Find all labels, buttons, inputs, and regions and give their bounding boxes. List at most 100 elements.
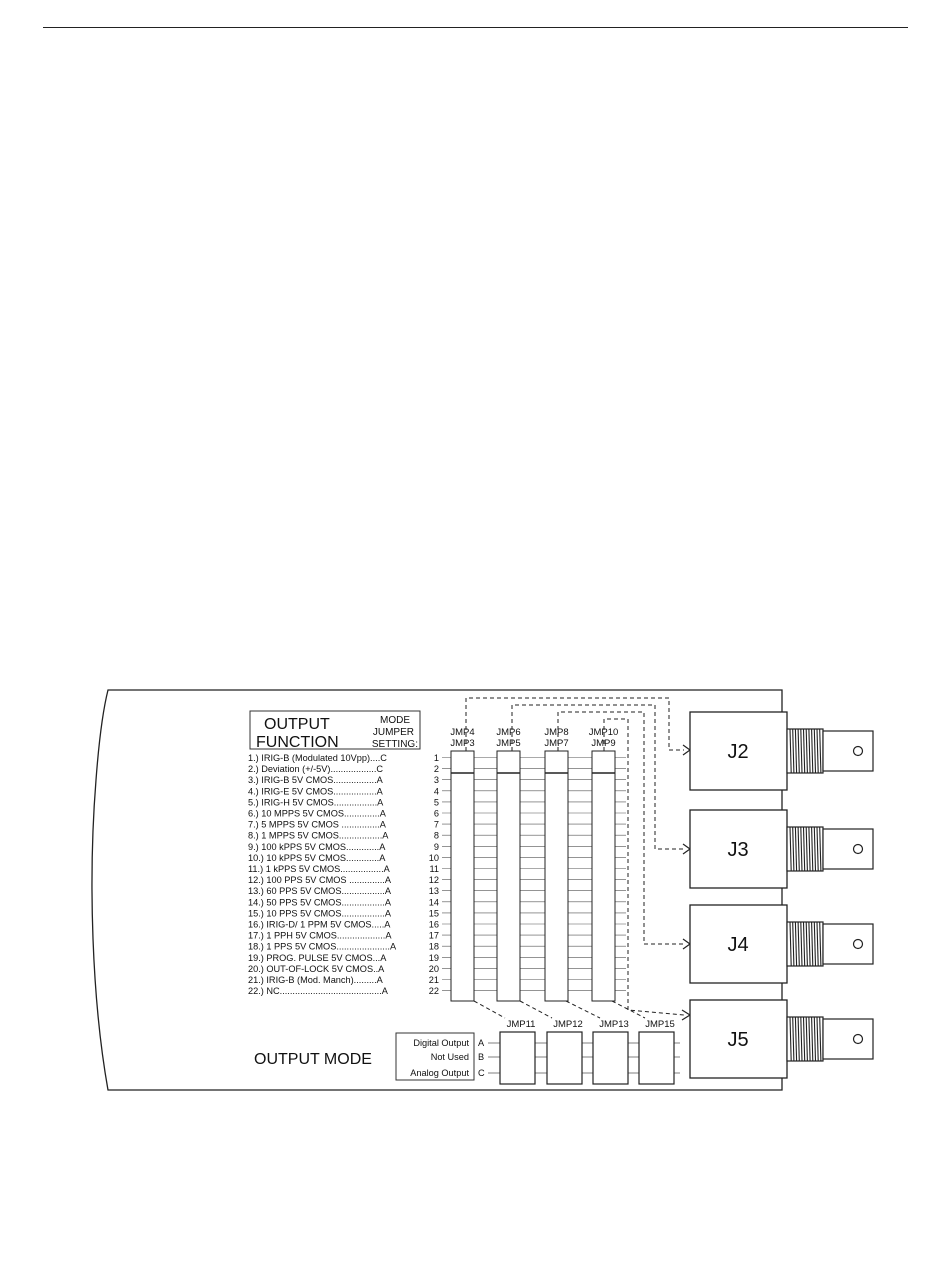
function-item: 20.) OUT-OF-LOCK 5V CMOS..A — [248, 964, 385, 974]
barrel-thread — [811, 728, 814, 774]
function-item: 10.) 10 kPPS 5V CMOS.............A — [248, 853, 386, 863]
barrel-thread — [802, 1016, 806, 1062]
output-mode-jumper — [546, 1031, 583, 1085]
barrel-thread — [808, 921, 811, 967]
output-mode-option: Analog Output — [410, 1068, 469, 1078]
jumper-label-bottom: JMP5 — [496, 738, 520, 749]
title-output: OUTPUT — [264, 716, 330, 733]
connector-box — [689, 711, 788, 791]
row-number: 12 — [429, 875, 439, 885]
barrel-thread — [794, 921, 798, 967]
row-number: 6 — [434, 809, 439, 819]
function-item: 19.) PROG. PULSE 5V CMOS...A — [248, 953, 387, 963]
connector-pin — [852, 938, 864, 950]
function-item: 8.) 1 MPPS 5V CMOS.................A — [248, 831, 389, 841]
jumper-strip — [496, 750, 521, 1002]
row-number: 5 — [434, 797, 439, 807]
row-number: 15 — [429, 908, 439, 918]
barrel-thread — [789, 921, 792, 967]
row-number: 22 — [429, 986, 439, 996]
function-item: 18.) 1 PPS 5V CMOS.....................A — [248, 942, 397, 952]
connector-tip — [822, 730, 874, 772]
output-mode-jumper-label: JMP11 — [507, 1019, 536, 1030]
function-item: 5.) IRIG-H 5V CMOS.................A — [248, 797, 384, 807]
barrel-thread — [792, 1016, 795, 1062]
connector-tip — [822, 923, 874, 965]
output-mode-jumper — [638, 1031, 675, 1085]
output-mode-option: Digital Output — [413, 1038, 469, 1048]
barrel-thread — [800, 921, 803, 967]
connector-label: J3 — [727, 839, 748, 861]
output-function-title-box — [249, 710, 421, 750]
barrel-thread — [808, 728, 811, 774]
barrel-thread — [794, 1016, 798, 1062]
row-number: 10 — [429, 853, 439, 863]
barrel-thread — [789, 728, 792, 774]
row-number: 16 — [429, 920, 439, 930]
barrel-thread — [800, 1016, 803, 1062]
output-mode-jumper — [499, 1031, 536, 1085]
row-number: 1 — [434, 753, 439, 763]
output-mode-jumper-label: JMP13 — [599, 1019, 629, 1030]
output-mode-label: OUTPUT MODE — [254, 1051, 372, 1068]
title-function: FUNCTION — [256, 734, 339, 751]
function-item: 1.) IRIG-B (Modulated 10Vpp)....C — [248, 753, 387, 763]
output-mode-jumper-label: JMP15 — [645, 1019, 675, 1030]
row-number: 3 — [434, 775, 439, 785]
barrel-thread — [805, 728, 808, 774]
connector-pin — [852, 843, 864, 855]
route-jmp9-to-j5 — [603, 718, 685, 1016]
connector-label: J5 — [727, 1029, 748, 1051]
mode-label-1: MODE — [380, 715, 410, 726]
connector-pin — [852, 745, 864, 757]
route-jmp3-to-j2 — [465, 697, 684, 751]
barrel-thread — [802, 921, 806, 967]
barrel-thread — [808, 826, 811, 872]
barrel-thread — [816, 921, 819, 967]
barrel-thread — [813, 1016, 817, 1062]
function-item: 3.) IRIG-B 5V CMOS.................A — [248, 775, 384, 785]
function-item: 13.) 60 PPS 5V CMOS.................A — [248, 886, 392, 896]
function-item: 16.) IRIG-D/ 1 PPM 5V CMOS.....A — [248, 920, 391, 930]
barrel-thread — [794, 728, 798, 774]
jumper-label-top: JMP6 — [496, 727, 520, 738]
barrel-thread — [819, 921, 822, 967]
function-item: 4.) IRIG-E 5V CMOS.................A — [248, 786, 384, 796]
function-item: 14.) 50 PPS 5V CMOS.................A — [248, 897, 392, 907]
jumper-label-top: JMP10 — [589, 727, 619, 738]
barrel-thread — [802, 728, 806, 774]
function-item: 12.) 100 PPS 5V CMOS ..............A — [248, 875, 392, 885]
row-number: 2 — [434, 764, 439, 774]
row-number: 13 — [429, 886, 439, 896]
barrel-thread — [797, 826, 800, 872]
function-item: 7.) 5 MPPS 5V CMOS ...............A — [248, 820, 387, 830]
row-number: 18 — [429, 942, 439, 952]
connector-j5: J5 — [689, 999, 874, 1079]
function-item: 17.) 1 PPH 5V CMOS...................A — [248, 931, 392, 941]
route-jmp5-to-j3 — [511, 704, 684, 850]
connector-tip — [822, 828, 874, 870]
jumper-strip — [544, 750, 569, 1002]
jumper-label-top: JMP4 — [450, 727, 474, 738]
routing-lines — [465, 697, 685, 1019]
row-number: 7 — [434, 820, 439, 830]
barrel-thread — [819, 1016, 822, 1062]
connector-j3: J3 — [689, 809, 874, 889]
barrel-thread — [813, 728, 817, 774]
barrel-thread — [816, 1016, 819, 1062]
barrel-thread — [789, 826, 792, 872]
barrel-thread — [811, 826, 814, 872]
barrel-thread — [808, 1016, 811, 1062]
function-item: 2.) Deviation (+/-5V)..................C — [248, 764, 383, 774]
barrel-thread — [794, 826, 798, 872]
row-number: 21 — [429, 975, 439, 985]
connector-label: J4 — [727, 934, 748, 956]
route-jmp9-to-jmp15 — [611, 1000, 646, 1019]
connector-pin — [852, 1033, 864, 1045]
row-number: 19 — [429, 953, 439, 963]
barrel-thread — [805, 921, 808, 967]
output-mode-option: Not Used — [431, 1052, 469, 1062]
barrel-thread — [813, 826, 817, 872]
